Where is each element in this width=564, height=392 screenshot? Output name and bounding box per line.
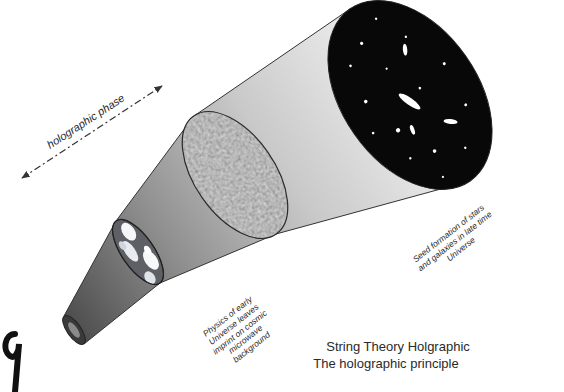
phase-label: holographic phase <box>45 92 128 152</box>
ink-mark <box>5 334 19 392</box>
phase-label-box: holographic phase <box>45 92 128 152</box>
caption-line-box: The holographic principle <box>313 356 458 372</box>
funnel-mouth <box>59 312 90 348</box>
early-universe-section <box>103 212 173 293</box>
late-universe-section <box>294 0 526 220</box>
caption-heading-box: String Theory Holgraphic <box>326 339 470 355</box>
caption-heading: String Theory Holgraphic <box>326 339 470 355</box>
cmb-section <box>161 93 309 257</box>
cmb-note-box: Physics of early Universe leaves imprint… <box>194 289 286 375</box>
cmb-note: Physics of early Universe leaves imprint… <box>194 289 286 375</box>
galaxy-note: Seed formation of stars and galaxies in … <box>407 200 504 285</box>
galaxy-note-box: Seed formation of stars and galaxies in … <box>407 200 504 285</box>
caption-line: The holographic principle <box>313 356 458 372</box>
phase-arrow <box>22 86 162 178</box>
